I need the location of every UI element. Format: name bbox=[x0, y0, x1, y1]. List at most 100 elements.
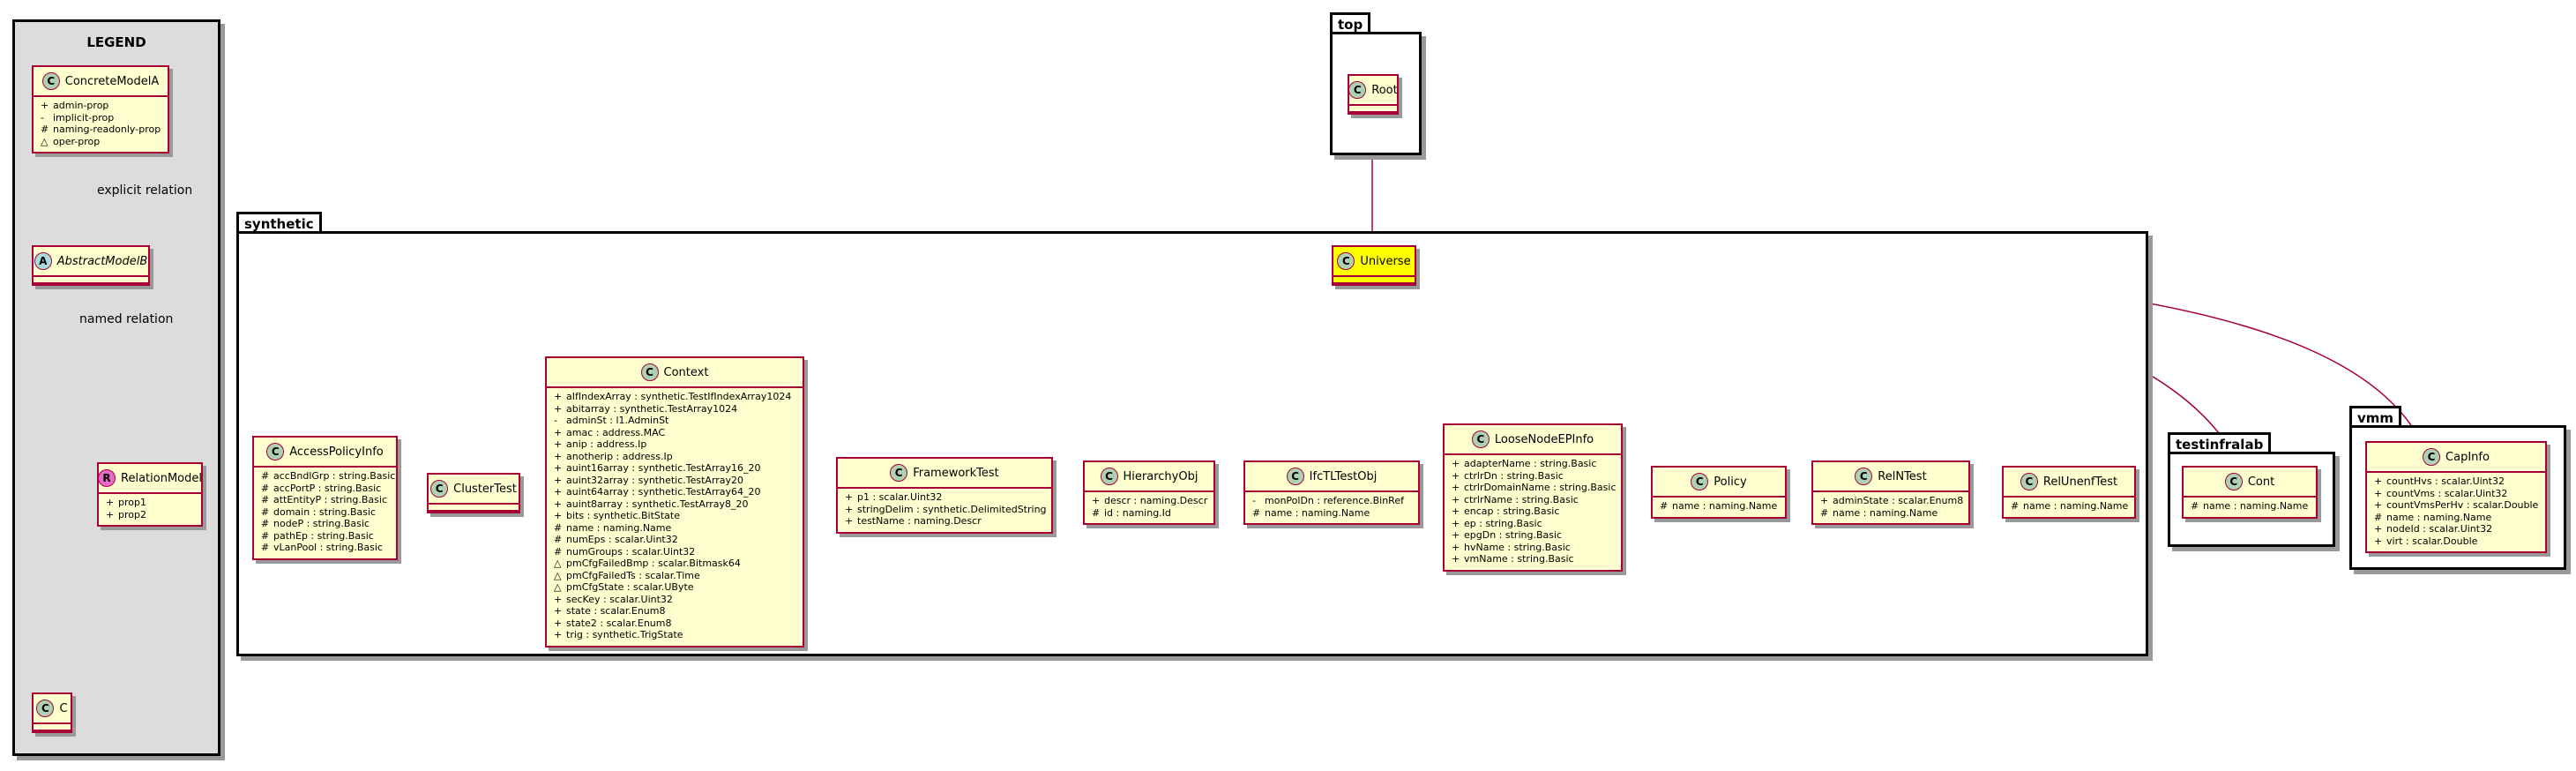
visibility-marker: + bbox=[41, 100, 49, 111]
attr-text: ctrlrDn : string.Basic bbox=[1464, 469, 1564, 482]
attr-row: +stringDelim : synthetic.DelimitedString bbox=[845, 503, 1047, 516]
attr-row: #name : naming.Name bbox=[1820, 507, 1961, 520]
attr-row: +prop1 bbox=[106, 497, 194, 509]
class-name: CapInfo bbox=[2445, 450, 2490, 464]
visibility-marker: + bbox=[1820, 495, 1829, 506]
attr-row: +countVms : scalar.Uint32 bbox=[2374, 488, 2538, 500]
visibility-marker: # bbox=[261, 470, 270, 482]
attr-text: name : naming.Name bbox=[1265, 506, 1370, 519]
attr-row: +ctrlrName : string.Basic bbox=[1452, 494, 1614, 506]
attr-text: countVms : scalar.Uint32 bbox=[2386, 487, 2508, 499]
attr-row: #numEps : scalar.Uint32 bbox=[554, 534, 795, 546]
attr-text: secKey : scalar.Uint32 bbox=[566, 593, 673, 605]
visibility-marker: - bbox=[1252, 495, 1256, 506]
visibility-marker: # bbox=[261, 529, 270, 542]
class-c-icon: C bbox=[36, 700, 55, 717]
visibility-marker: + bbox=[845, 491, 854, 503]
attr-text: pmCfgFailedTs : scalar.Time bbox=[566, 569, 700, 581]
class-name: RelationModel bbox=[121, 471, 202, 485]
attr-text: auint64array : synthetic.TestArray64_20 bbox=[566, 486, 761, 498]
attr-row: +virt : scalar.Double bbox=[2374, 535, 2538, 548]
visibility-marker: + bbox=[554, 593, 563, 605]
attr-row: + ctrlrDn : string.Basic bbox=[1452, 470, 1614, 483]
attr-row: #attEntityP : string.Basic bbox=[261, 494, 389, 506]
visibility-marker: + bbox=[554, 438, 563, 450]
attr-row: #nodeP : string.Basic bbox=[261, 518, 389, 530]
attr-text: adminState : scalar.Enum8 bbox=[1833, 495, 1964, 506]
visibility-marker: + bbox=[2374, 487, 2383, 499]
attr-row: #name : naming.Name bbox=[1252, 507, 1411, 520]
attr-row: -adminSt : l1.AdminSt bbox=[554, 415, 795, 427]
visibility-marker: # bbox=[41, 124, 49, 135]
attr-row: #accBndlGrp : string.Basic bbox=[261, 470, 395, 483]
attr-text: accPortP : string.Basic bbox=[273, 482, 382, 494]
attr-row: +ep : string.Basic bbox=[1452, 518, 1614, 530]
attr-row: +p1 : scalar.Uint32 bbox=[845, 491, 1044, 504]
attr-text: admin-prop bbox=[53, 100, 109, 111]
visibility-marker: + bbox=[845, 503, 854, 515]
visibility-marker: + bbox=[1452, 469, 1460, 482]
class-c-icon: C bbox=[2224, 473, 2243, 490]
attr-row: +secKey : scalar.Uint32 bbox=[554, 594, 795, 606]
attr-row: +aIfIndexArray : synthetic.TestIfIndexAr… bbox=[554, 391, 795, 403]
legend-panel: LEGEND bbox=[12, 19, 220, 756]
visibility-marker: + bbox=[1452, 458, 1460, 469]
class-name: Universe bbox=[1360, 254, 1411, 268]
class-name: Context bbox=[663, 365, 709, 379]
visibility-marker: + bbox=[1452, 493, 1460, 505]
attr-text: prop1 bbox=[118, 497, 146, 508]
attr-row: +amac : address.MAC bbox=[554, 427, 795, 439]
relation-r-icon: R bbox=[98, 469, 116, 487]
visibility-marker: # bbox=[2374, 511, 2383, 523]
package-synthetic bbox=[236, 231, 2148, 656]
attr-row: +bits : synthetic.BitState bbox=[554, 510, 795, 522]
attr-text: state : scalar.Enum8 bbox=[566, 605, 666, 617]
attr-text: numEps : scalar.Uint32 bbox=[566, 534, 678, 545]
legend-title: LEGEND bbox=[86, 34, 146, 50]
visibility-marker: + bbox=[554, 391, 563, 402]
class-name: C bbox=[59, 701, 68, 715]
visibility-marker: △ bbox=[554, 581, 562, 593]
attr-row: #name : naming.Name bbox=[1660, 500, 1778, 513]
class-relationmodel[interactable]: R RelationModel +prop1 +prop2 bbox=[97, 462, 203, 527]
attr-list: +prop1 +prop2 bbox=[99, 494, 201, 525]
visibility-marker: + bbox=[2374, 499, 2383, 511]
abstract-a-icon: A bbox=[34, 252, 52, 270]
attr-text: pathEp : string.Basic bbox=[273, 529, 374, 542]
visibility-marker: + bbox=[106, 508, 115, 520]
package-tab-synthetic: synthetic bbox=[236, 212, 322, 233]
attr-row: △pmCfgState : scalar.UByte bbox=[554, 581, 795, 594]
visibility-marker: + bbox=[106, 497, 115, 508]
attr-list: +p1 : scalar.Uint32+stringDelim : synthe… bbox=[838, 489, 1051, 532]
attr-text: vLanPool : string.Basic bbox=[273, 542, 384, 553]
attr-row: + admin-prop bbox=[41, 100, 161, 112]
visibility-marker: + bbox=[554, 617, 563, 629]
attr-row: +anotherip : address.Ip bbox=[554, 451, 795, 463]
attr-text: trig : synthetic.TrigState bbox=[566, 629, 683, 640]
class-c-icon: C bbox=[41, 72, 60, 90]
package-tab-testinfralab: testinfralab bbox=[2168, 432, 2272, 453]
attr-row: #name : naming.Name bbox=[554, 522, 795, 535]
attr-text: naming-readonly-prop bbox=[53, 124, 161, 135]
attr-text: domain : string.Basic bbox=[273, 505, 377, 518]
